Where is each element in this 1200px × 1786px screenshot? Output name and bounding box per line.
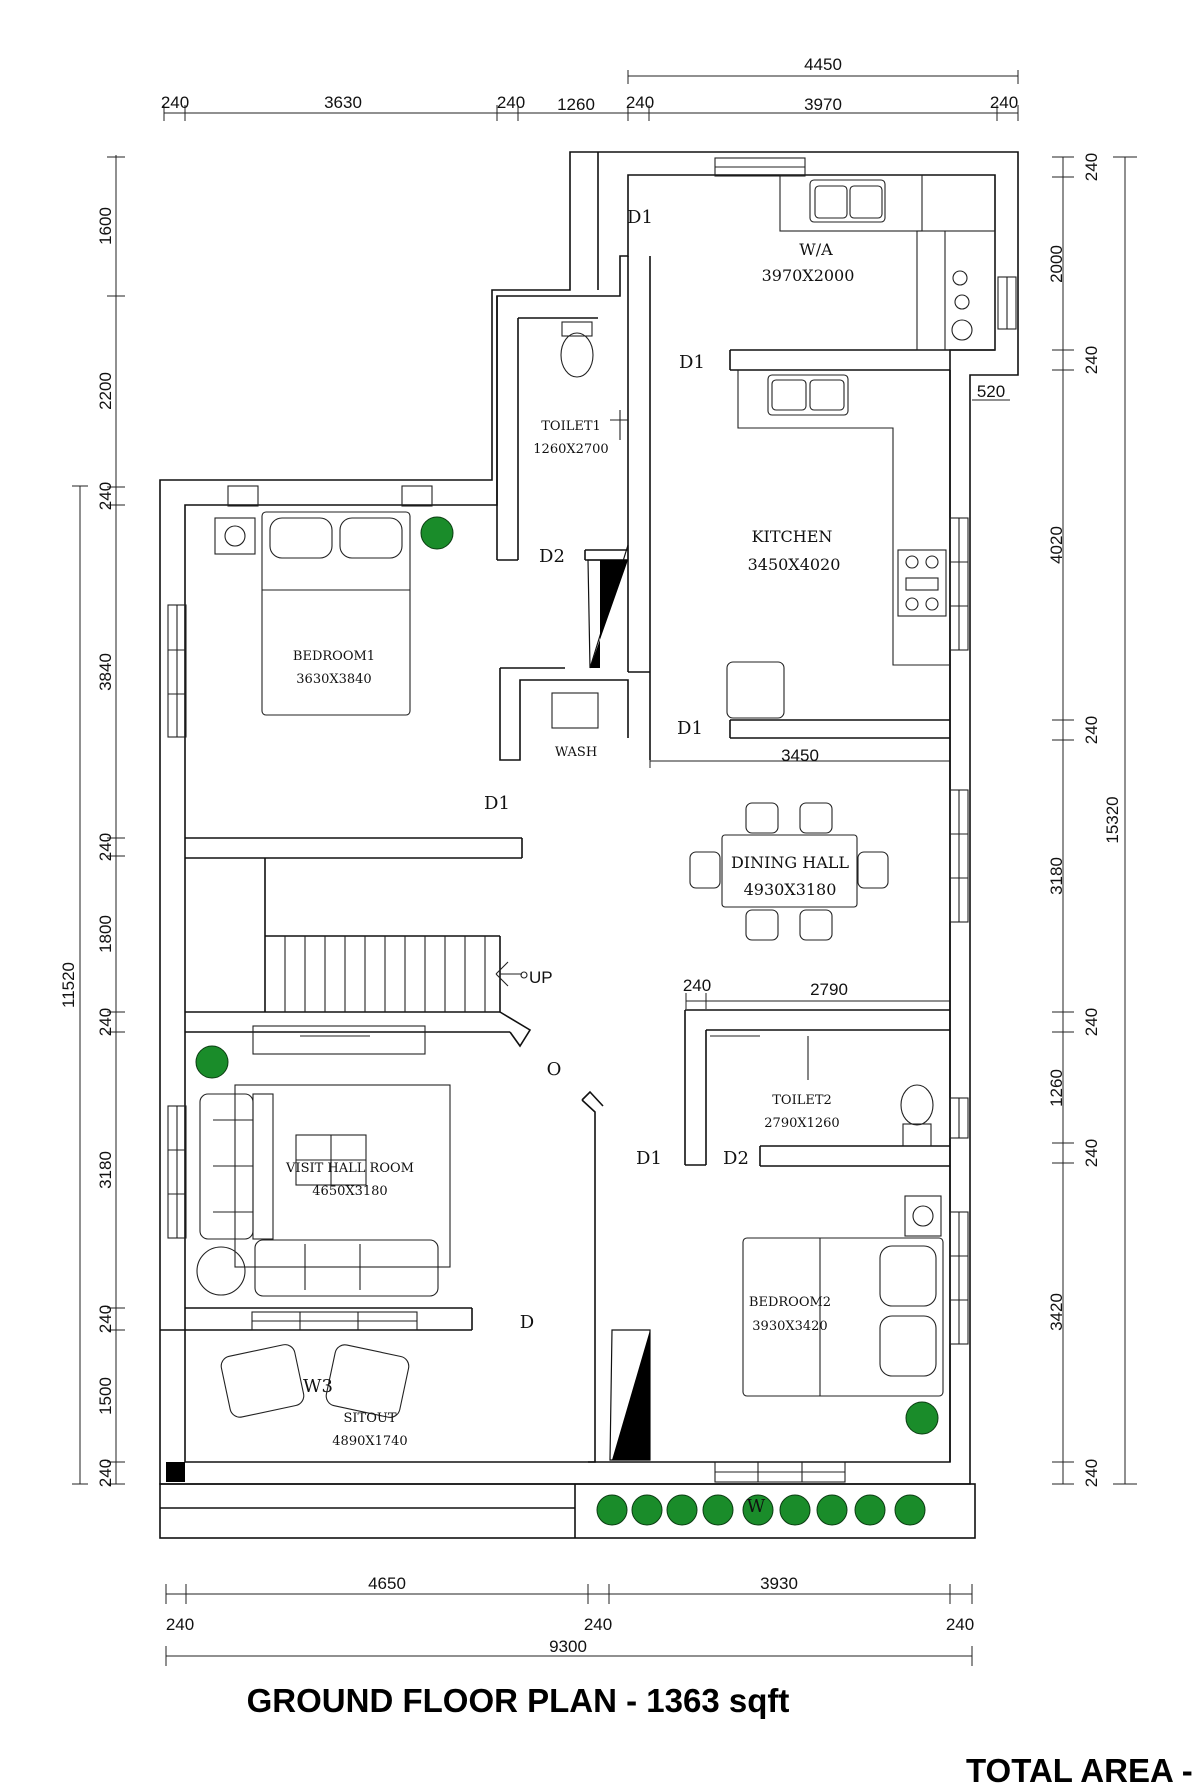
dim-520: 520 bbox=[977, 382, 1005, 401]
door-d1-bedroom1: D1 bbox=[484, 793, 510, 814]
dim-kitchen-width: 3450 bbox=[781, 746, 819, 765]
dim-right-8: 240 bbox=[1082, 1139, 1101, 1167]
door-d1-dining: D1 bbox=[677, 718, 703, 739]
dim-right-6: 240 bbox=[1082, 1008, 1101, 1036]
dim-left-7: 3180 bbox=[96, 1151, 115, 1189]
wardrobes bbox=[166, 544, 651, 1482]
dim-right-3: 4020 bbox=[1047, 526, 1066, 564]
dim-top-total: 4450 bbox=[804, 55, 842, 74]
dim-bottom-top-0: 4650 bbox=[368, 1574, 406, 1593]
door-d2-toilet1: D2 bbox=[539, 546, 565, 567]
fixtures bbox=[196, 174, 996, 1418]
room-toilet2-size: 2790X1260 bbox=[764, 1116, 839, 1131]
dim-left-2: 240 bbox=[96, 482, 115, 510]
dim-left-5: 1800 bbox=[96, 915, 115, 953]
dim-right-1: 2000 bbox=[1047, 245, 1066, 283]
window-w3: W3 bbox=[303, 1376, 333, 1397]
dim-top-2: 240 bbox=[497, 93, 525, 112]
dim-top-1: 3630 bbox=[324, 93, 362, 112]
room-wa-size: 3970X2000 bbox=[762, 266, 855, 285]
opening-o: O bbox=[547, 1059, 562, 1080]
door-d-main: D bbox=[520, 1312, 534, 1333]
dim-left-0: 1600 bbox=[96, 207, 115, 245]
dim-bottom-2: 240 bbox=[946, 1615, 974, 1634]
dim-left-9: 1500 bbox=[96, 1377, 115, 1415]
dim-right-2: 240 bbox=[1082, 346, 1101, 374]
room-kitchen-size: 3450X4020 bbox=[748, 555, 841, 574]
room-bedroom2-size: 3930X3420 bbox=[752, 1319, 827, 1334]
plants bbox=[195, 516, 939, 1526]
dim-top-3: 1260 bbox=[557, 95, 595, 114]
dim-bottom-0: 240 bbox=[166, 1615, 194, 1634]
dim-right-9: 3420 bbox=[1047, 1293, 1066, 1331]
dim-top-5: 3970 bbox=[804, 95, 842, 114]
page-title: GROUND FLOOR PLAN - 1363 sqft bbox=[247, 1682, 790, 1719]
dim-wall-240: 240 bbox=[683, 976, 711, 995]
dim-toilet2-width: 2790 bbox=[810, 980, 848, 999]
dim-left-10: 240 bbox=[96, 1459, 115, 1487]
room-toilet2-name: TOILET2 bbox=[772, 1093, 832, 1108]
room-bedroom2-name: BEDROOM2 bbox=[749, 1295, 831, 1310]
dim-bottom-1: 240 bbox=[584, 1615, 612, 1634]
room-toilet1-name: TOILET1 bbox=[541, 419, 601, 434]
dim-left-6: 240 bbox=[96, 1008, 115, 1036]
stair-up-label: UP bbox=[529, 968, 553, 987]
room-sitout-size: 4890X1740 bbox=[332, 1434, 407, 1449]
room-bedroom1-size: 3630X3840 bbox=[296, 672, 371, 687]
room-wash-name: WASH bbox=[555, 745, 597, 760]
window-w: W bbox=[747, 1496, 766, 1517]
dim-right-10: 240 bbox=[1082, 1459, 1101, 1487]
dim-bottom-top-1: 3930 bbox=[760, 1574, 798, 1593]
door-d1-kitchen: D1 bbox=[679, 352, 705, 373]
windows bbox=[167, 157, 1017, 1483]
room-dining-name: DINING HALL bbox=[731, 853, 849, 872]
dim-left-3: 3840 bbox=[96, 653, 115, 691]
dim-top-4: 240 bbox=[626, 93, 654, 112]
dim-right-total: 15320 bbox=[1103, 796, 1122, 843]
dim-left-1: 2200 bbox=[96, 372, 115, 410]
dim-top-6: 240 bbox=[990, 93, 1018, 112]
walls bbox=[159, 151, 1019, 1539]
total-area-label: TOTAL AREA - 2 bbox=[966, 1752, 1200, 1786]
room-wa-name: W/A bbox=[799, 240, 833, 259]
room-labels: W/A 3970X2000 TOILET1 1260X2700 KITCHEN … bbox=[285, 240, 854, 1449]
dimension-labels: 4450 240 3630 240 1260 240 3970 240 1600… bbox=[59, 55, 1122, 1656]
dimension-lines bbox=[72, 70, 1137, 1666]
dim-left-4: 240 bbox=[96, 833, 115, 861]
dim-right-5: 3180 bbox=[1047, 857, 1066, 895]
dim-left-outer: 11520 bbox=[59, 962, 78, 1008]
dim-right-7: 1260 bbox=[1047, 1069, 1066, 1107]
opening-labels: D1 D1 D2 D1 D1 O D1 D2 D W3 W UP bbox=[303, 207, 766, 1517]
room-bedroom1-name: BEDROOM1 bbox=[293, 649, 375, 664]
door-d1-wa: D1 bbox=[627, 207, 653, 228]
room-kitchen-name: KITCHEN bbox=[752, 527, 833, 546]
dim-left-8: 240 bbox=[96, 1305, 115, 1333]
staircase bbox=[284, 936, 528, 1012]
door-d2-toilet2: D2 bbox=[723, 1148, 749, 1169]
room-visit-name: VISIT HALL ROOM bbox=[285, 1161, 414, 1176]
room-dining-size: 4930X3180 bbox=[744, 880, 837, 899]
dim-top-0: 240 bbox=[161, 93, 189, 112]
door-d1-bedroom2: D1 bbox=[636, 1148, 662, 1169]
dim-right-0: 240 bbox=[1082, 153, 1101, 181]
room-toilet1-size: 1260X2700 bbox=[533, 442, 608, 457]
dim-right-4: 240 bbox=[1082, 716, 1101, 744]
room-sitout-name: SITOUT bbox=[344, 1411, 397, 1426]
dim-bottom-total: 9300 bbox=[549, 1637, 587, 1656]
room-visit-size: 4650X3180 bbox=[312, 1184, 387, 1199]
